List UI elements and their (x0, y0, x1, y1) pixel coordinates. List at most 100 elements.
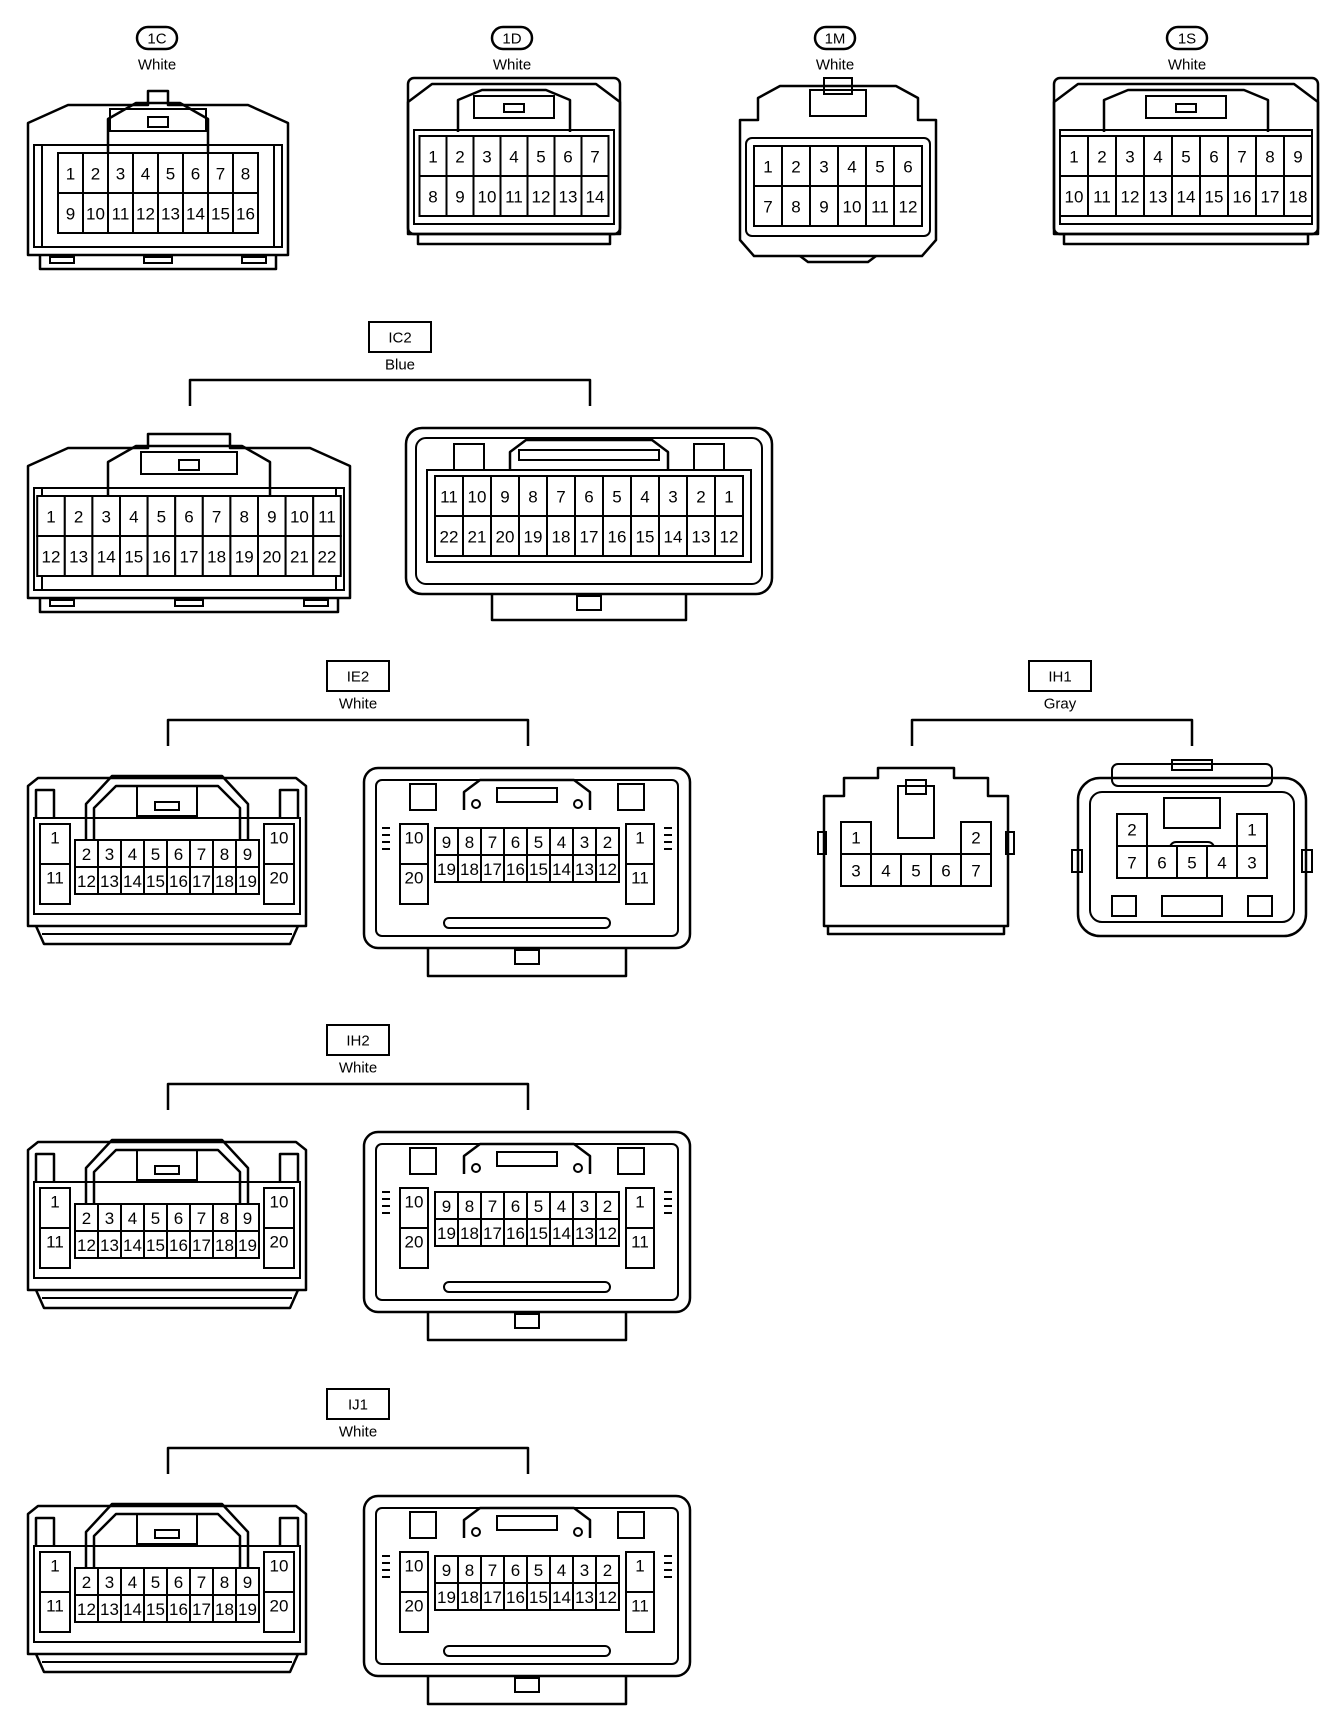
pin-number: 4 (128, 1573, 137, 1592)
pin-number: 5 (157, 508, 166, 527)
connector-color: Blue (385, 357, 415, 374)
pin-number: 7 (1127, 854, 1136, 873)
pin-cell (595, 1218, 620, 1247)
pin-number: 2 (455, 148, 464, 167)
pin-number: 14 (552, 1588, 571, 1607)
pin-cell (263, 1187, 295, 1229)
pin-number: 6 (1209, 148, 1218, 167)
pin-number: 6 (584, 488, 593, 507)
connector-color: Gray (1044, 696, 1077, 713)
pin-cell (625, 863, 655, 905)
pin-cell (399, 1551, 429, 1593)
pin-cell (1176, 845, 1208, 879)
pin-cell (263, 863, 295, 905)
pin-number: 6 (174, 1573, 183, 1592)
pin-number: 7 (556, 488, 565, 507)
pin-number: 10 (468, 488, 487, 507)
pin-number: 17 (180, 548, 199, 567)
pin-cell (1236, 845, 1268, 879)
pin-number: 8 (220, 1573, 229, 1592)
pin-number: 3 (101, 508, 110, 527)
pin-cell (893, 185, 923, 227)
pin-cell (399, 863, 429, 905)
pin-number: 16 (608, 528, 627, 547)
pin-number: 2 (82, 845, 91, 864)
pin-number: 10 (270, 1557, 289, 1576)
pin-number: 11 (631, 869, 649, 888)
pin-number: 17 (192, 872, 211, 891)
pin-number: 4 (557, 1197, 566, 1216)
pin-number: 10 (290, 508, 309, 527)
pin-number: 7 (488, 833, 497, 852)
pin-cell (263, 1227, 295, 1269)
pin-number: 2 (603, 1561, 612, 1580)
pin-cell (686, 515, 716, 557)
pin-number: 17 (483, 860, 502, 879)
pin-cell (1236, 813, 1268, 847)
pin-cell (580, 175, 610, 217)
pin-number: 9 (66, 205, 75, 224)
pin-cell (312, 535, 342, 577)
pin-number: 7 (971, 862, 980, 881)
pin-cell (546, 475, 576, 517)
pin-cell (714, 515, 744, 557)
pin-cell (595, 1582, 620, 1611)
pin-number: 9 (819, 198, 828, 217)
pin-cell (418, 135, 448, 177)
pin-number: 5 (536, 148, 545, 167)
pin-number: 10 (405, 1193, 424, 1212)
pin-number: 2 (74, 508, 83, 527)
pin-number: 7 (488, 1561, 497, 1580)
pin-number: 19 (437, 860, 456, 879)
pin-number: 8 (465, 1561, 474, 1580)
pin-cell (235, 1594, 260, 1623)
pin-number: 16 (169, 1600, 188, 1619)
connector-color: White (1168, 57, 1206, 74)
pin-number: 6 (511, 1197, 520, 1216)
pin-number: 1 (851, 829, 860, 848)
pin-number: 15 (146, 872, 165, 891)
pin-number: 17 (580, 528, 599, 547)
pin-cell (1116, 845, 1148, 879)
pin-cell (574, 475, 604, 517)
pin-cell (602, 515, 632, 557)
pin-number: 10 (405, 1557, 424, 1576)
pin-number: 2 (791, 158, 800, 177)
pin-number: 16 (506, 1224, 525, 1243)
pin-number: 17 (192, 1236, 211, 1255)
pin-number: 19 (524, 528, 543, 547)
pin-cell (235, 1230, 260, 1259)
pin-number: 1 (1069, 148, 1078, 167)
connector-code: IH2 (346, 1033, 369, 1050)
pin-number: 1 (1247, 821, 1256, 840)
pin-number: 20 (270, 1233, 289, 1252)
pin-number: 4 (557, 1561, 566, 1580)
pin-cell (146, 535, 177, 577)
pin-number: 6 (1157, 854, 1166, 873)
pin-number: 13 (1149, 188, 1168, 207)
connector-color: White (493, 57, 531, 74)
pin-number: 20 (270, 869, 289, 888)
connector-code: IJ1 (348, 1397, 368, 1414)
pin-number: 3 (116, 165, 125, 184)
pin-cell (1171, 175, 1201, 217)
pin-number: 12 (598, 1588, 617, 1607)
pin-number: 20 (405, 869, 424, 888)
pin-number: 15 (1205, 188, 1224, 207)
pin-number: 9 (442, 1197, 451, 1216)
pin-number: 16 (1233, 188, 1252, 207)
pin-number: 16 (506, 860, 525, 879)
pin-cell (418, 175, 448, 217)
pin-number: 8 (1265, 148, 1274, 167)
connector-code: 1S (1178, 31, 1196, 48)
pin-number: 5 (151, 1209, 160, 1228)
pin-number: 2 (696, 488, 705, 507)
connector-label-1s: 1S White (1165, 25, 1209, 74)
pin-number: 8 (428, 188, 437, 207)
pin-number: 11 (440, 488, 458, 507)
